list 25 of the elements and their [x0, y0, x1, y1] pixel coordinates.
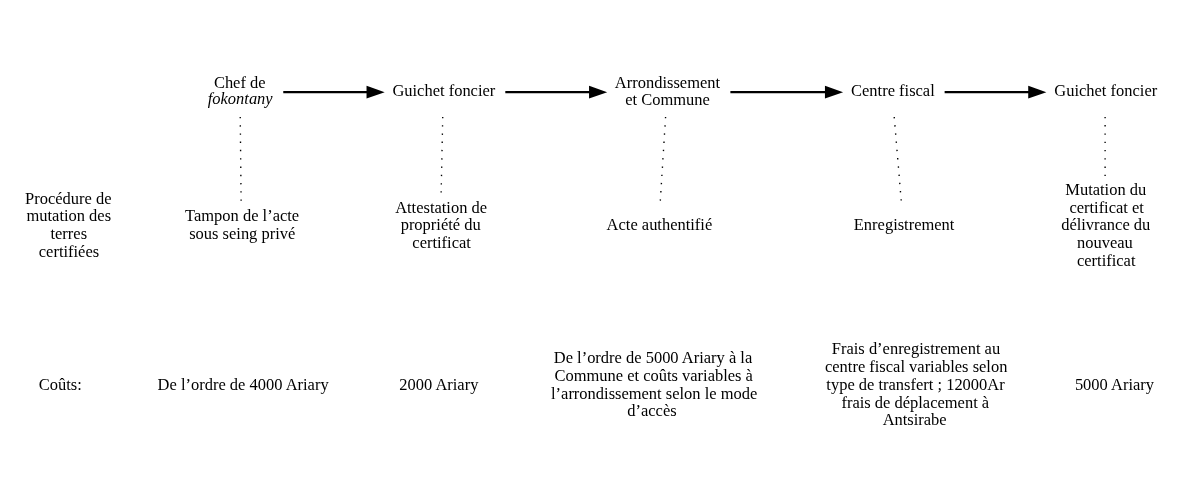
- label: 5000 Ariary: [1074, 374, 1155, 394]
- arrow: [730, 85, 844, 99]
- arrow: [944, 85, 1047, 99]
- label: Frais d’enregistrement au centre fiscal variables selon type de transfert ; 12000Ar frais de déplacement à Antsirabe: [824, 338, 1008, 430]
- node-text: Guichet foncier: [392, 81, 496, 101]
- label: De l’ordre de 4000 Ariary: [157, 374, 329, 394]
- label: Procédure de mutation des terres certifiées: [25, 188, 112, 262]
- label: Coûts:: [38, 374, 82, 394]
- node-text: Guichet foncier: [1054, 81, 1158, 101]
- connector: [893, 116, 902, 202]
- connector: [239, 116, 242, 202]
- arrow: [505, 85, 608, 99]
- node-text: Mutation du certificat et délivrance du nouveau certificat: [1061, 179, 1151, 271]
- node-text: Chef de fokontany: [207, 72, 273, 109]
- node-text: Enregistrement: [853, 215, 955, 235]
- node-text: Acte authentifié: [606, 215, 713, 235]
- connector: [440, 116, 444, 195]
- node-text: Attestation de propriété du certificat: [395, 197, 488, 253]
- label: 2000 Ariary: [399, 374, 479, 394]
- label: De l’ordre de 5000 Ariary à la Commune et coûts variables à l’arrondissement selon le mode d’accès: [551, 347, 758, 421]
- node-text: Arrondissement et Commune: [614, 72, 721, 110]
- node-text: Centre fiscal: [851, 81, 935, 101]
- arrow: [283, 85, 385, 99]
- node-text: Tampon de l’acte sous seing privé: [185, 206, 300, 244]
- connector: [659, 116, 667, 202]
